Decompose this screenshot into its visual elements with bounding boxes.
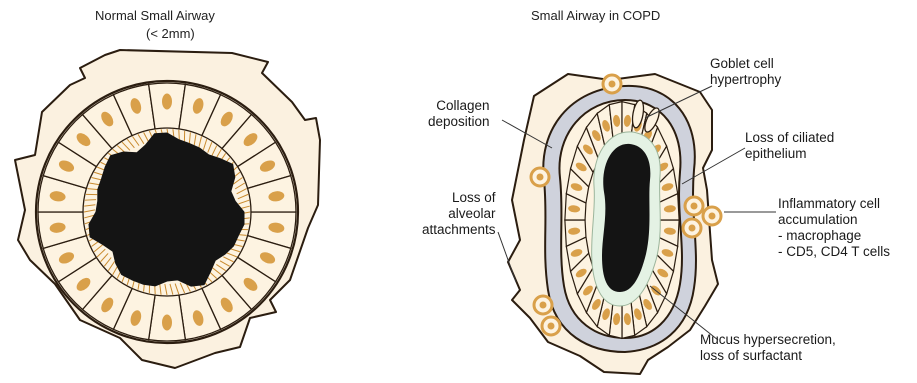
inflammatory-cell-nucleus [691,203,698,210]
goblet-cell-label: Goblet cell hypertrophy [710,56,781,88]
inflammatory-cell-nucleus [689,225,696,232]
inflammatory-cell-nucleus [537,174,544,181]
inflammatory-cell-nucleus [540,302,547,309]
collagen-deposition-label: Collagen deposition [428,98,490,130]
inflammatory-cell-nucleus [609,81,616,88]
mucus-hypersecretion-label: Mucus hypersecretion, loss of surfactant [700,332,836,364]
inflammatory-cell-label: Inflammatory cell accumulation - macroph… [778,196,890,260]
ciliated-epithelium-label: Loss of ciliated epithelium [745,130,834,162]
inflammatory-cell-nucleus [548,323,555,330]
alveolar-attachments-label: Loss of alveolar attachments [422,190,496,238]
inflammatory-cell-nucleus [709,213,716,220]
